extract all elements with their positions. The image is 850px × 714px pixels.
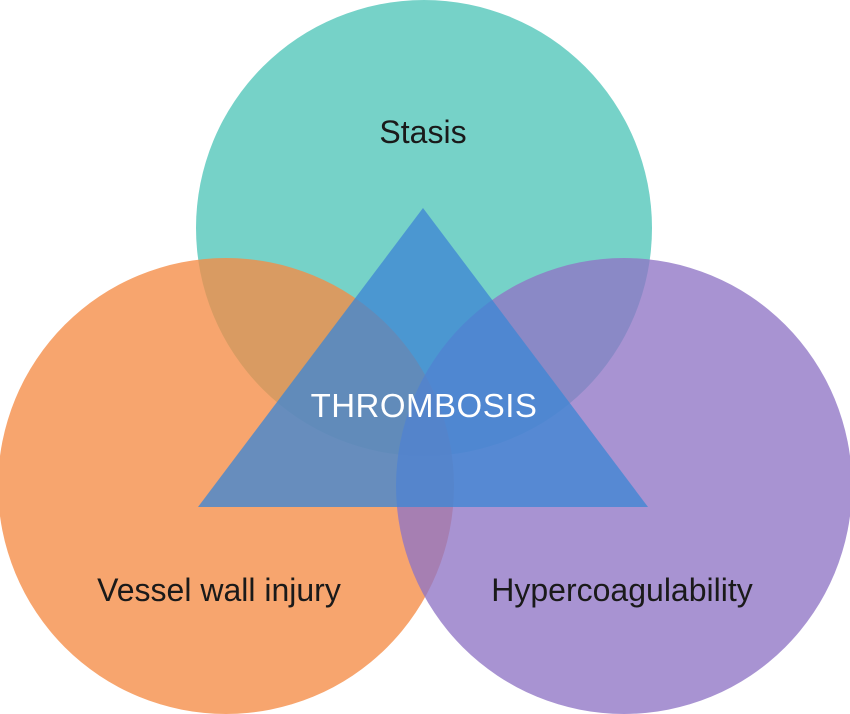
label-thrombosis: THROMBOSIS xyxy=(311,387,538,424)
thrombosis-triangle xyxy=(198,208,648,507)
label-vessel-wall-injury: Vessel wall injury xyxy=(97,572,341,608)
label-stasis: Stasis xyxy=(379,114,466,150)
label-hypercoagulability: Hypercoagulability xyxy=(491,572,752,608)
